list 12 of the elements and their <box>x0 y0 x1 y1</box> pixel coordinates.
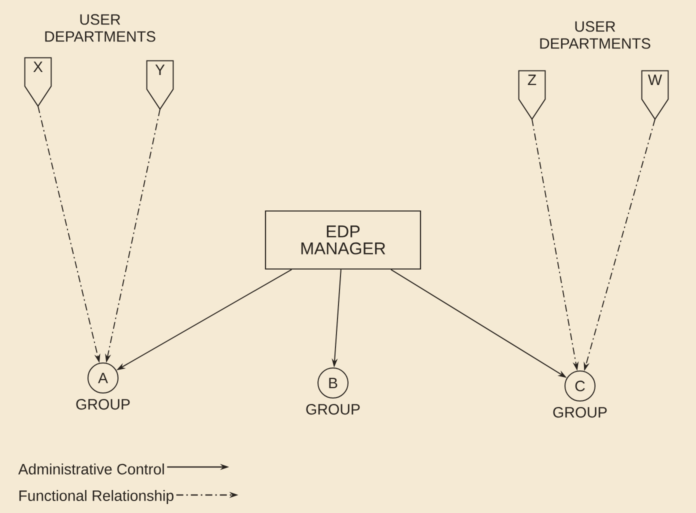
department-shield: X <box>24 57 52 108</box>
legend-text: Administrative Control <box>18 463 164 474</box>
department-shield: Y <box>146 60 174 110</box>
department-shield: W <box>641 70 669 120</box>
group-label: GROUP <box>553 407 607 418</box>
department-heading: USER DEPARTMENTS <box>540 21 650 49</box>
group-label: GROUP <box>306 404 360 415</box>
manager-box: EDP MANAGER <box>264 210 422 270</box>
legend-text: Functional Relationship <box>19 490 174 504</box>
department-shield: Z <box>518 70 546 120</box>
group-label: GROUP <box>76 399 130 410</box>
department-heading: USER DEPARTMENTS <box>45 14 156 42</box>
